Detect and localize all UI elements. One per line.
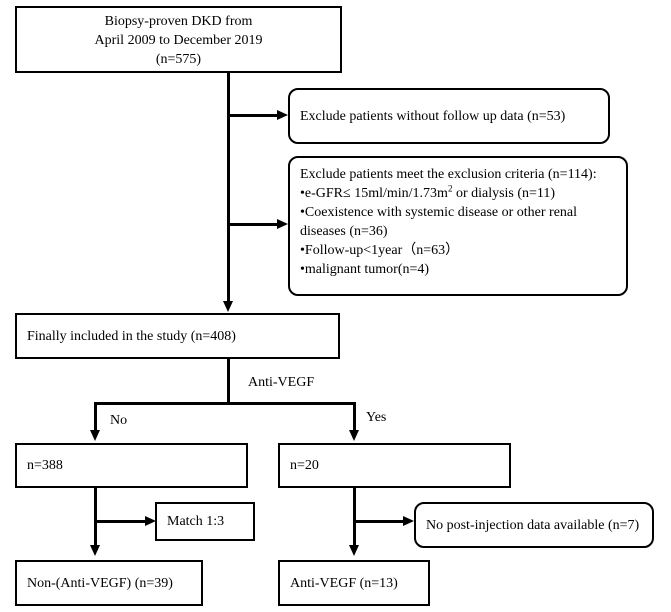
yes-label: Yes <box>366 410 387 425</box>
no-count-box: n=388 <box>15 443 248 488</box>
trunk-arrowhead <box>223 301 233 312</box>
exclusion-item-egfr: •e-GFR≤ 15ml/min/1.73m2 or dialysis (n=1… <box>300 183 556 201</box>
match-stem-arrowhead <box>90 545 100 556</box>
branch-line-criteria <box>229 223 279 226</box>
yes-count-box: n=20 <box>278 443 511 488</box>
branch-line-followup <box>229 114 279 117</box>
yes-branch-line <box>353 402 356 433</box>
branch-arrowhead-criteria <box>277 219 288 229</box>
no-post-branch-line <box>355 520 405 523</box>
non-anti-vegf-box: Non-(Anti-VEGF) (n=39) <box>15 560 203 606</box>
yes-branch-arrowhead <box>349 430 359 441</box>
source-cohort-line2: April 2009 to December 2019 <box>94 33 263 48</box>
included-text: Finally included in the study (n=408) <box>27 328 236 344</box>
source-cohort-box: Biopsy-proven DKD from April 2009 to Dec… <box>15 6 342 73</box>
non-anti-vegf-text: Non-(Anti-VEGF) (n=39) <box>27 575 173 591</box>
exclusion-criteria-box: Exclude patients meet the exclusion crit… <box>288 156 628 296</box>
exclude-followup-box: Exclude patients without follow up data … <box>288 88 610 144</box>
match-branch-arrowhead <box>145 516 156 526</box>
anti-vegf-branch-label: Anti-VEGF <box>248 375 315 390</box>
no-branch-line <box>94 402 97 433</box>
included-box: Finally included in the study (n=408) <box>15 313 340 359</box>
branch-arrowhead-followup <box>277 110 288 120</box>
no-post-stem-arrowhead <box>349 545 359 556</box>
source-cohort-line1: Biopsy-proven DKD from <box>104 14 253 29</box>
no-count-text: n=388 <box>27 458 63 473</box>
exclude-followup-text: Exclude patients without follow up data … <box>300 108 566 124</box>
no-branch-arrowhead <box>90 430 100 441</box>
no-post-stem-line <box>353 488 356 548</box>
exclusion-criteria-heading: Exclude patients meet the exclusion crit… <box>300 167 597 182</box>
source-cohort-line3: (n=575) <box>155 52 202 67</box>
no-post-data-text: No post-injection data available (n=7) <box>426 517 640 533</box>
no-label: No <box>110 413 128 428</box>
split-horizontal-line <box>94 402 356 405</box>
match-branch-line <box>96 520 146 523</box>
no-post-branch-arrowhead <box>403 516 414 526</box>
exclusion-item-tumor: •malignant tumor(n=4) <box>300 262 430 277</box>
anti-vegf-text: Anti-VEGF (n=13) <box>290 575 398 591</box>
match-text: Match 1:3 <box>167 514 225 529</box>
exclusion-item-coexistence-line2: diseases (n=36) <box>300 224 388 239</box>
exclusion-item-coexistence-line1: •Coexistence with systemic disease or ot… <box>300 205 578 220</box>
split-stem-line <box>227 359 230 404</box>
yes-count-text: n=20 <box>290 458 319 473</box>
exclusion-item-followup: •Follow-up<1year（n=63） <box>300 243 460 258</box>
no-post-data-box: No post-injection data available (n=7) <box>414 502 654 548</box>
match-stem-line <box>94 488 97 548</box>
trunk-line <box>227 73 230 305</box>
anti-vegf-box: Anti-VEGF (n=13) <box>278 560 430 606</box>
match-box: Match 1:3 <box>155 502 255 541</box>
